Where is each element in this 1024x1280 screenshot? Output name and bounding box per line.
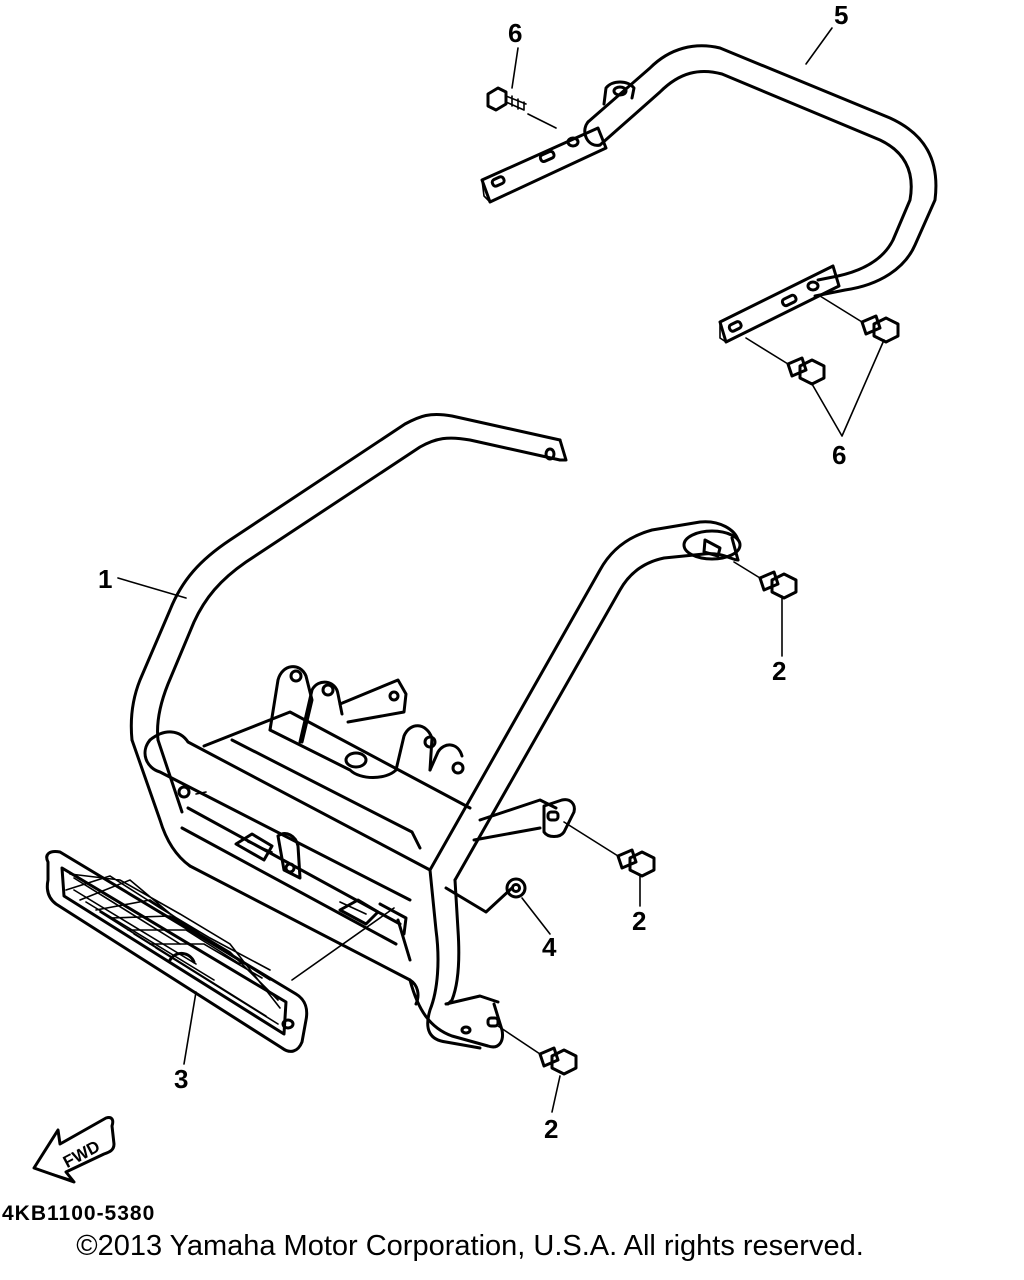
callout-5: 5 (834, 0, 848, 30)
bolt-6-right-lower (745, 337, 826, 386)
callout-6-lower: 6 (832, 440, 846, 470)
callout-6-upper: 6 (508, 18, 522, 48)
callout-3: 3 (174, 1064, 188, 1094)
washer-part-4 (505, 877, 527, 899)
callout-2-upper: 2 (772, 656, 786, 686)
grille-plate-part-3 (45, 850, 309, 1053)
copyright-notice: ©2013 Yamaha Motor Corporation, U.S.A. A… (76, 1230, 864, 1262)
bolt-6-right-upper (819, 295, 900, 344)
callout-1: 1 (98, 564, 112, 594)
bolt-2-upper (733, 561, 798, 600)
rear-guard-part-5 (480, 44, 938, 344)
bolt-6-upper-left (486, 86, 557, 129)
front-guard-part-1 (129, 412, 742, 1050)
callout-4: 4 (542, 932, 557, 962)
leader-lines (117, 27, 885, 1113)
callout-2-lower: 2 (544, 1114, 558, 1144)
drawing-code: 4KB1100-5380 (2, 1202, 156, 1225)
bolt-2-lower (497, 1025, 578, 1076)
bolt-2-middle (563, 821, 656, 878)
callout-2-middle: 2 (632, 906, 646, 936)
forward-direction-arrow-icon: FWD (32, 1116, 116, 1184)
